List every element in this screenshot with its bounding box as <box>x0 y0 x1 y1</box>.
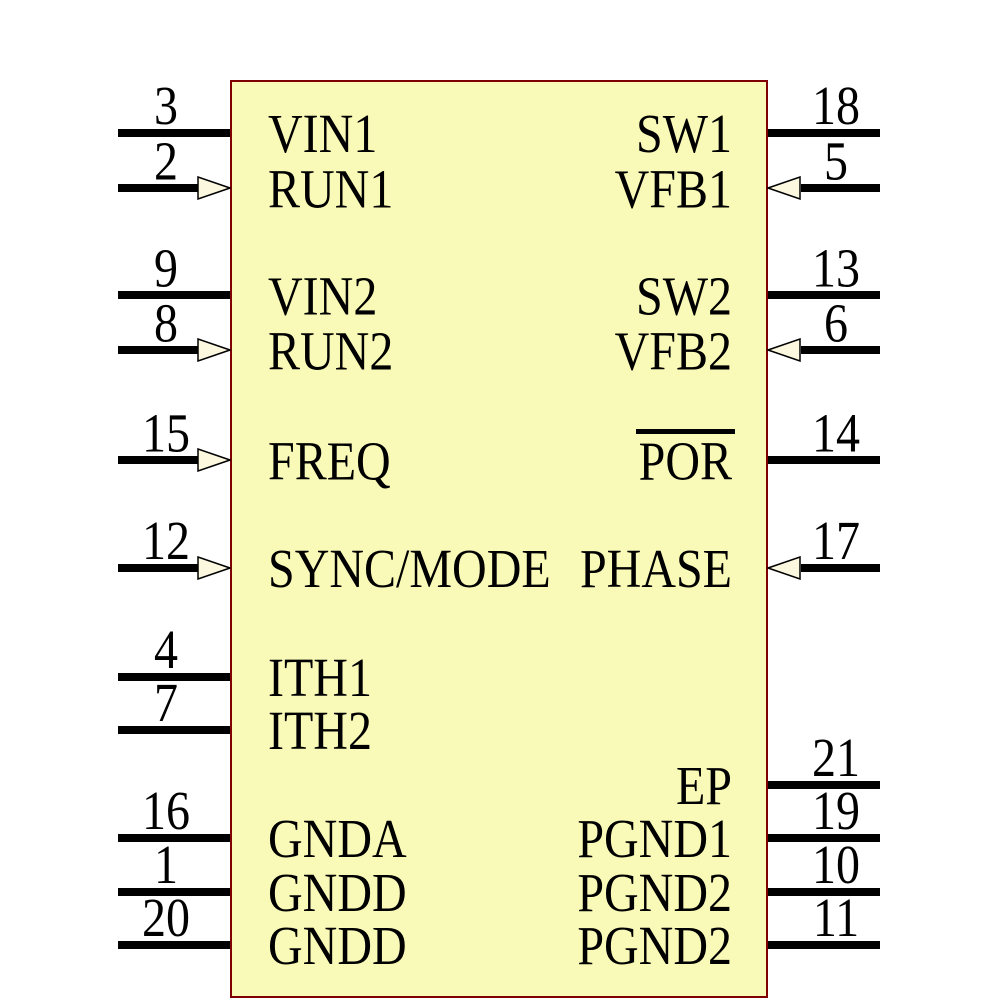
pin-name-label: PGND2 <box>577 915 732 977</box>
pin-number: 11 <box>812 887 860 949</box>
pin-line <box>118 834 230 842</box>
pin-number: 6 <box>824 292 848 354</box>
pin-line <box>768 781 880 789</box>
pin-name-label: PGND2 <box>577 862 732 924</box>
pin-line <box>118 291 230 299</box>
pin-number: 14 <box>812 402 860 464</box>
pin-number: 20 <box>142 887 190 949</box>
pin-line <box>118 673 230 681</box>
pin-number: 19 <box>812 780 860 842</box>
pin-number: 18 <box>812 75 860 137</box>
pin-name-label: RUN1 <box>268 158 394 220</box>
pin-line <box>118 346 200 354</box>
pin-line <box>118 184 200 192</box>
pin-number: 8 <box>154 292 178 354</box>
pin-name-label: SYNC/MODE <box>268 538 551 600</box>
pin-name-label: ITH2 <box>268 700 372 762</box>
pin-number: 7 <box>154 672 178 734</box>
pin-line <box>801 564 880 572</box>
pin-name-label: GNDD <box>268 862 407 924</box>
pin-number: 4 <box>154 619 178 681</box>
pin-name-label: PGND1 <box>577 808 732 870</box>
pin-number: 1 <box>154 834 178 896</box>
pin-name-label: EP <box>675 755 732 817</box>
pin-number: 3 <box>154 75 178 137</box>
pin-line <box>118 129 230 137</box>
pin-name-label: VFB1 <box>614 158 732 220</box>
pin-number: 17 <box>812 510 860 572</box>
pin-name-label: VIN2 <box>268 265 378 327</box>
ic-body <box>230 80 768 998</box>
input-arrow-icon <box>767 556 801 580</box>
pin-number: 16 <box>142 780 190 842</box>
pin-line <box>118 941 230 949</box>
pin-name-label: SW1 <box>636 103 732 165</box>
pin-line <box>768 941 880 949</box>
pin-name-label: FREQ <box>268 430 391 492</box>
pin-line <box>118 456 200 464</box>
pin-line <box>768 129 880 137</box>
pin-name-label: VIN1 <box>268 103 378 165</box>
pin-number: 21 <box>812 727 860 789</box>
pin-line <box>768 888 880 896</box>
pin-name-label: GNDA <box>268 808 407 870</box>
input-arrow-icon <box>767 176 801 200</box>
pin-line <box>768 834 880 842</box>
pin-line <box>118 564 200 572</box>
pin-number: 5 <box>824 130 848 192</box>
input-arrow-icon <box>197 556 231 580</box>
pin-line <box>118 726 230 734</box>
pin-line <box>801 184 880 192</box>
pin-number: 10 <box>812 834 860 896</box>
pin-number: 15 <box>142 402 190 464</box>
pin-line <box>118 888 230 896</box>
pin-number: 2 <box>154 130 178 192</box>
pin-number: 13 <box>812 237 860 299</box>
pin-name-label: PHASE <box>579 538 732 600</box>
pin-number: 9 <box>154 237 178 299</box>
pin-name-label: POR <box>638 430 732 492</box>
pin-name-label: RUN2 <box>268 320 394 382</box>
pin-name-label: ITH1 <box>268 647 372 709</box>
pin-name-label: SW2 <box>636 265 732 327</box>
input-arrow-icon <box>197 176 231 200</box>
pin-line <box>768 456 880 464</box>
pin-line <box>801 346 880 354</box>
active-low-overline <box>636 429 735 434</box>
pin-name-label: GNDD <box>268 915 407 977</box>
pin-name-label: VFB2 <box>614 320 732 382</box>
input-arrow-icon <box>197 338 231 362</box>
input-arrow-icon <box>767 338 801 362</box>
pin-line <box>768 291 880 299</box>
input-arrow-icon <box>197 448 231 472</box>
pin-number: 12 <box>142 510 190 572</box>
